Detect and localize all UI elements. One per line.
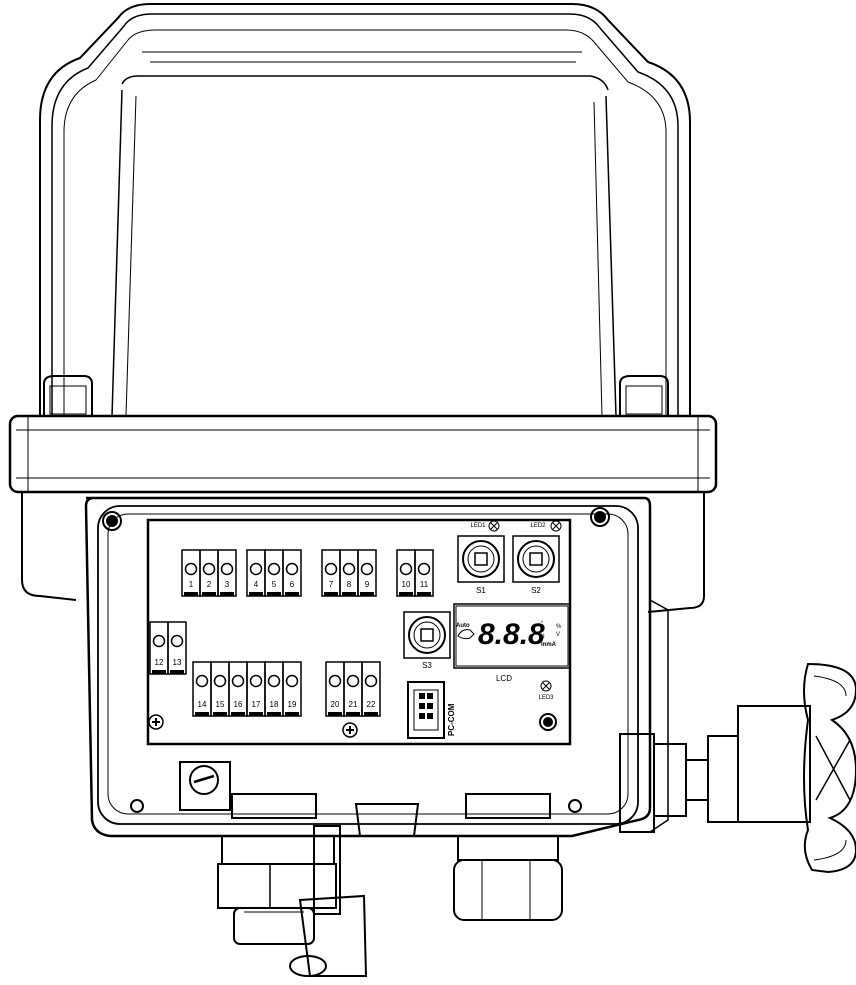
terminal-8[interactable] [339, 549, 359, 597]
cable-plug [289, 825, 368, 977]
led1-label: LED1 [470, 523, 486, 529]
screw-bottom-right [568, 799, 582, 813]
terminal-label-20: 20 [331, 700, 340, 709]
lcd-display [453, 603, 571, 669]
terminal-9[interactable] [357, 549, 377, 597]
terminal-label-19: 19 [288, 700, 297, 709]
button-s3-label: S3 [422, 661, 432, 670]
earth-terminal [179, 761, 231, 811]
terminal-label-5: 5 [272, 580, 277, 589]
lcd-caption: LCD [496, 674, 512, 683]
board-screw-ground [539, 713, 557, 731]
screw-bottom-left [130, 799, 144, 813]
button-s1[interactable] [457, 535, 505, 583]
led2-indicator [550, 520, 562, 532]
terminal-label-17: 17 [252, 700, 261, 709]
terminal-label-13: 13 [173, 658, 182, 667]
terminal-3[interactable] [217, 549, 237, 597]
pc-com-label: PC-COM [447, 703, 456, 736]
terminal-label-21: 21 [349, 700, 358, 709]
terminal-11[interactable] [414, 549, 434, 597]
terminal-label-16: 16 [234, 700, 243, 709]
terminal-label-3: 3 [225, 580, 230, 589]
screw-top-right [590, 507, 610, 527]
button-s2[interactable] [512, 535, 560, 583]
terminal-label-2: 2 [207, 580, 212, 589]
terminal-label-12: 12 [155, 658, 164, 667]
terminal-6[interactable] [282, 549, 302, 597]
terminal-label-11: 11 [420, 580, 429, 589]
terminal-label-15: 15 [216, 700, 225, 709]
board-screw-left [148, 714, 164, 730]
lcd-unit-ma: mmA [541, 642, 557, 648]
led2-label: LED2 [530, 523, 546, 529]
terminal-4[interactable] [246, 549, 266, 597]
button-s2-label: S2 [531, 586, 541, 595]
terminal-label-8: 8 [347, 580, 352, 589]
terminal-label-14: 14 [198, 700, 207, 709]
terminal-label-1: 1 [189, 580, 194, 589]
terminal-10[interactable] [396, 549, 416, 597]
hand-icon [457, 629, 475, 640]
lower-housing [21, 492, 705, 838]
center-plug [354, 803, 420, 837]
terminal-label-10: 10 [402, 580, 411, 589]
terminal-19[interactable] [282, 661, 302, 717]
top-cover [39, 3, 691, 417]
led3-label: LED3 [538, 695, 554, 701]
lcd-digits: 8.8.8 [478, 618, 545, 651]
terminal-label-4: 4 [254, 580, 259, 589]
terminal-label-22: 22 [367, 700, 376, 709]
lcd-unit-i: I [543, 634, 545, 640]
handwheel[interactable] [803, 662, 856, 874]
terminal-label-18: 18 [270, 700, 279, 709]
terminal-22[interactable] [361, 661, 381, 717]
terminal-label-6: 6 [290, 580, 295, 589]
terminal-13[interactable] [167, 621, 187, 675]
terminal-label-7: 7 [329, 580, 334, 589]
lcd-unit-deg: ° [541, 621, 544, 627]
lcd-mode-auto: Auto [456, 623, 470, 629]
board-screw-center [342, 722, 358, 738]
button-s3[interactable] [403, 611, 451, 659]
corner-screws [102, 507, 610, 813]
led1-indicator [488, 520, 500, 532]
screw-top-left [102, 511, 122, 531]
terminal-2[interactable] [199, 549, 219, 597]
terminal-7[interactable] [321, 549, 341, 597]
cable-gland-right [453, 793, 563, 921]
terminal-label-9: 9 [365, 580, 370, 589]
led3-indicator [540, 680, 552, 692]
lcd-unit-pct: % [556, 624, 562, 630]
side-valve [619, 705, 811, 833]
flange [8, 414, 718, 494]
terminal-blocks [149, 549, 434, 717]
pc-com-connector[interactable] [407, 681, 445, 739]
cable-gland-left [217, 793, 337, 945]
lcd-unit-v: V [556, 632, 560, 638]
button-s1-label: S1 [476, 586, 486, 595]
terminal-1[interactable] [181, 549, 201, 597]
terminal-5[interactable] [264, 549, 284, 597]
